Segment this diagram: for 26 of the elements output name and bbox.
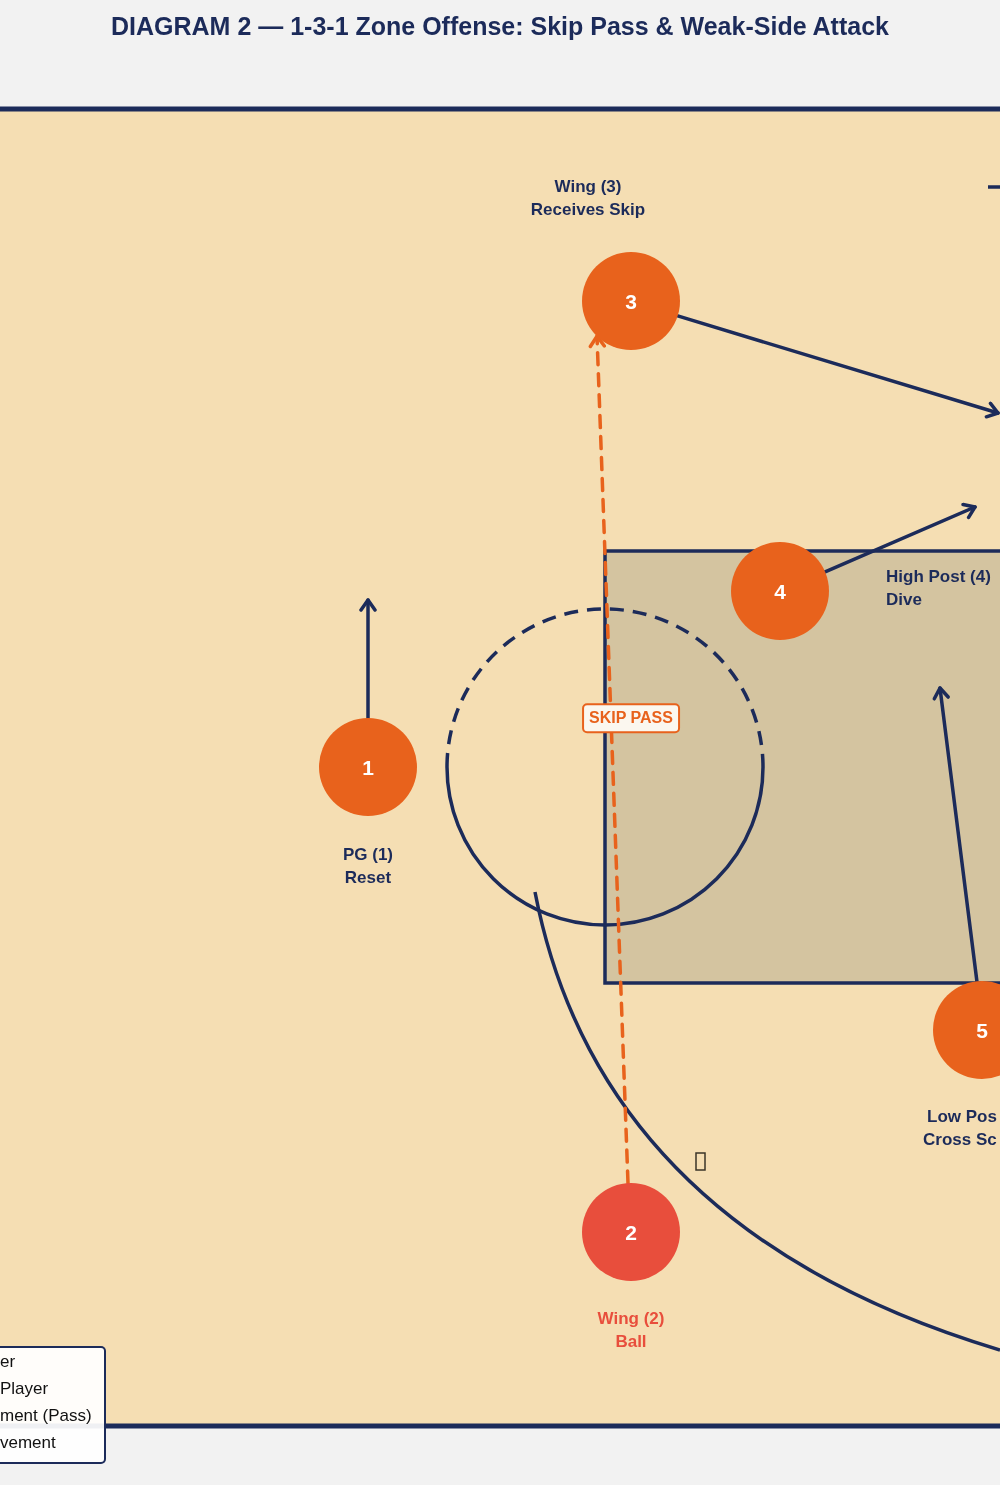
movement-arrow <box>359 598 377 720</box>
player-action: Receives Skip <box>530 200 646 221</box>
pass-arrow <box>588 334 630 1185</box>
player-name: Wing (2) <box>597 1309 665 1330</box>
legend-label: ment (Pass) <box>0 1406 92 1427</box>
movement-arrow <box>823 502 977 574</box>
legend-label: vement <box>0 1433 56 1454</box>
player-name: Low Pos <box>927 1107 997 1128</box>
diagram-title: DIAGRAM 2 — 1-3-1 Zone Offense: Skip Pass & Weak-Side Attack <box>111 11 889 41</box>
legend-label: er <box>0 1352 16 1373</box>
player-number: 1 <box>362 756 374 778</box>
player-number: 2 <box>625 1221 637 1243</box>
player-number: 5 <box>976 1019 988 1041</box>
player-name: High Post (4) <box>886 567 991 588</box>
player-action: Reset <box>344 868 392 889</box>
player-name: PG (1) <box>342 845 394 866</box>
player-action: Cross Sc <box>923 1130 997 1151</box>
movement-arrow <box>932 686 979 984</box>
movement-arrow <box>675 314 1000 419</box>
player-number: 4 <box>774 580 786 602</box>
player-action: Dive <box>886 590 922 611</box>
player-action: Ball <box>615 1332 647 1353</box>
edge-label: SKIP PASS <box>582 703 680 733</box>
player-number: 3 <box>625 290 637 312</box>
legend-label: Player <box>0 1379 49 1400</box>
player-name: Wing (3) <box>554 177 622 198</box>
